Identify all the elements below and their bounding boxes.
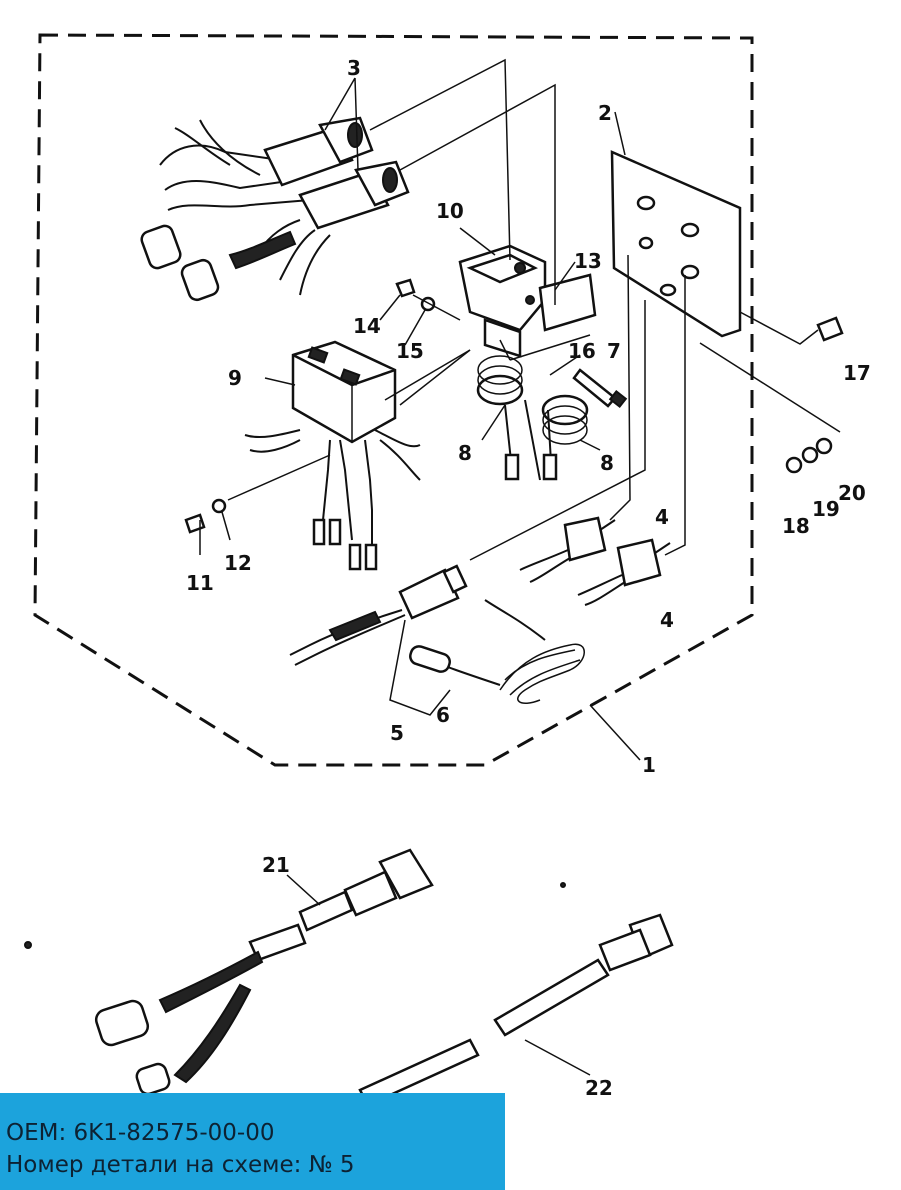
callout-16: 16 [568, 339, 596, 363]
callout-18: 18 [782, 514, 810, 538]
diagram-part-number: Номер детали на схеме: № 5 [6, 1152, 355, 1178]
callout-3: 3 [347, 56, 361, 80]
callout-20: 20 [838, 481, 866, 505]
callout-7: 7 [607, 339, 621, 363]
small-hardware [184, 278, 844, 534]
callout-17: 17 [843, 361, 871, 385]
leader-21 [286, 874, 321, 906]
wiring-harness-connectors [140, 116, 410, 302]
callout-6: 6 [436, 703, 450, 727]
assembly-boundary [33, 33, 754, 767]
part-info-box: OEM: 6K1-82575-00-00 Номер детали на схе… [0, 1093, 505, 1190]
toggle-switches [519, 516, 671, 606]
callout-15: 15 [396, 339, 424, 363]
bolt-7 [572, 368, 628, 409]
coiled-lead [409, 599, 585, 704]
oem-number: OEM: 6K1-82575-00-00 [6, 1120, 275, 1146]
callout-2: 2 [598, 101, 612, 125]
leader-lines [199, 58, 841, 761]
callout-19: 19 [812, 497, 840, 521]
callout-4b: 4 [660, 608, 674, 632]
callout-12: 12 [224, 551, 252, 575]
leader-22 [524, 1039, 591, 1076]
coils [476, 355, 589, 481]
callout-11: 11 [186, 571, 214, 595]
callout-9: 9 [228, 366, 242, 390]
callout-8a: 8 [458, 441, 472, 465]
callout-5: 5 [390, 721, 404, 745]
y-harness [24, 848, 434, 1096]
callout-22: 22 [585, 1076, 613, 1100]
callout-21: 21 [262, 853, 290, 877]
relay-box [244, 340, 421, 571]
callout-4a: 4 [655, 505, 669, 529]
callout-1: 1 [642, 753, 656, 777]
extension-lead [358, 882, 674, 1107]
callout-14: 14 [353, 314, 381, 338]
mounting-plate [610, 150, 742, 338]
callout-13: 13 [574, 249, 602, 273]
callout-8b: 8 [600, 451, 614, 475]
bracket [458, 244, 597, 358]
callout-10: 10 [436, 199, 464, 223]
sender-unit [289, 564, 468, 666]
